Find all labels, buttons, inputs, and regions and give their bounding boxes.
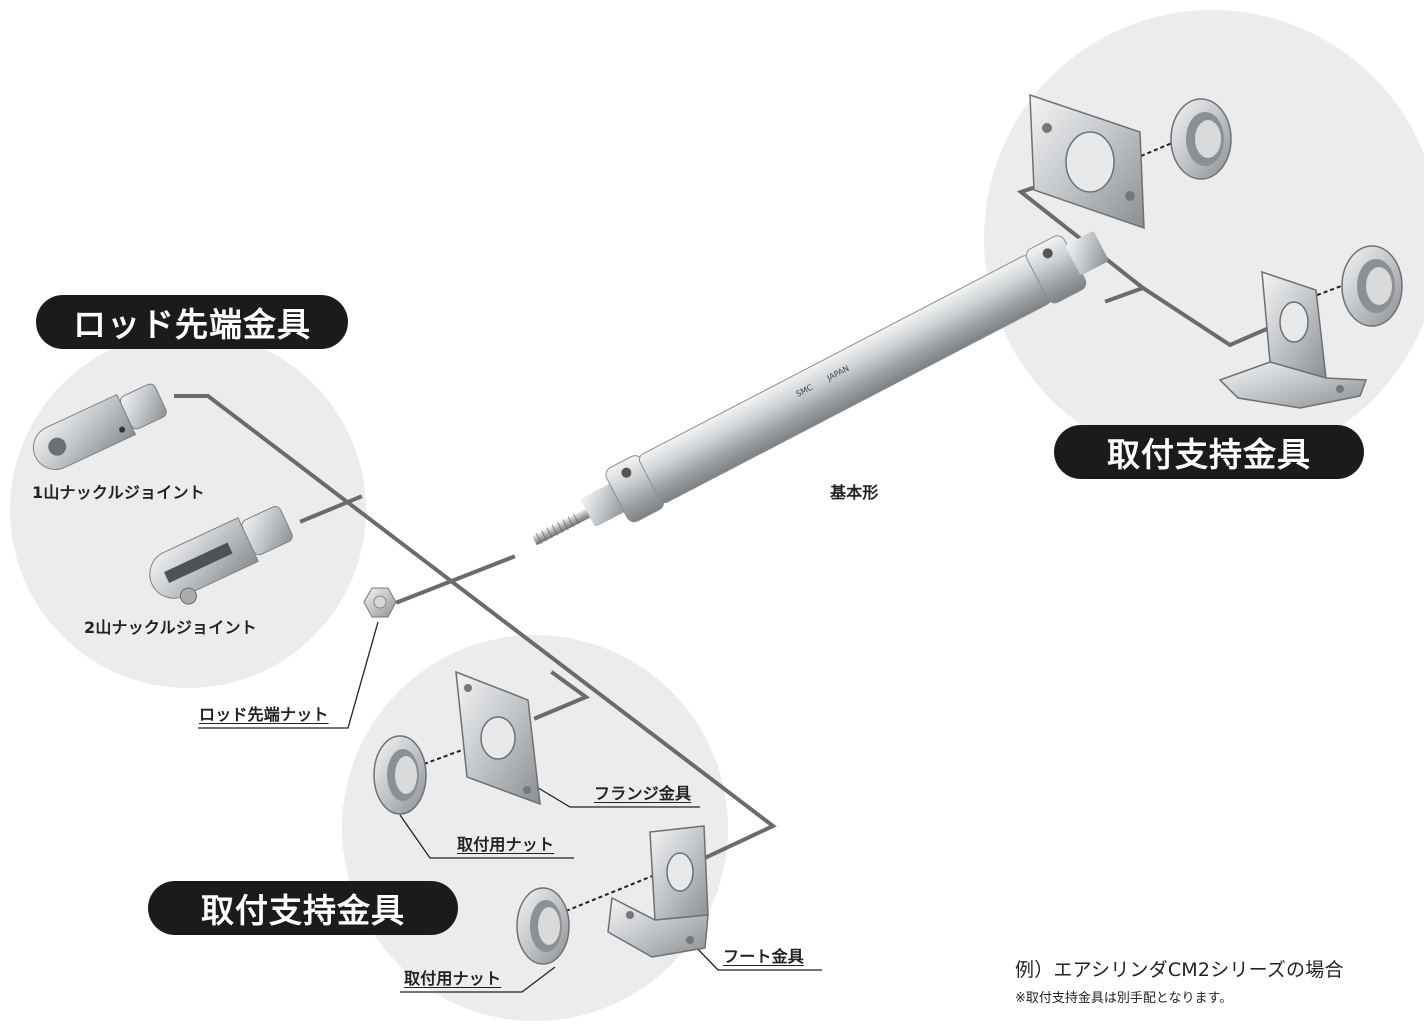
mounting-nut-label-1: 取付用ナット — [457, 835, 555, 854]
double-knuckle-joint — [149, 506, 293, 605]
connector-flange — [533, 670, 591, 721]
connector-nut-to-rod — [395, 554, 516, 605]
rod-end-nut-part — [363, 587, 397, 618]
double-knuckle-label: 2山ナックルジョイント — [84, 618, 257, 637]
connector-rod-end-to-foot — [174, 394, 777, 860]
basic-type-label: 基本形 — [830, 483, 879, 502]
mounting-nut-top-1 — [1170, 98, 1232, 180]
mounting-circle-bottom — [342, 635, 728, 1021]
leader-rod-end-nut — [198, 621, 379, 729]
flange-bracket-bottom — [455, 670, 541, 806]
mounting-nut-bottom-2 — [516, 887, 570, 965]
leader-foot — [690, 941, 822, 971]
mounting-heading-bottom: 取付支持金具 — [148, 881, 458, 935]
leader-flange — [529, 782, 700, 808]
leader-mounting-nut-2 — [400, 966, 556, 993]
single-knuckle-joint — [33, 383, 167, 470]
mounting-circle-top — [984, 10, 1424, 466]
mounting-nut-bottom-1 — [373, 735, 427, 815]
leader-mounting-nut-1 — [399, 814, 574, 859]
flange-label: フランジ金具 — [594, 784, 692, 803]
mounting-nut-top-2 — [1341, 245, 1403, 327]
single-knuckle-label: 1山ナックルジョイント — [32, 483, 205, 502]
foot-bracket-top — [1218, 270, 1368, 409]
mounting-nut-label-2: 取付用ナット — [404, 969, 502, 988]
mounting-heading-top: 取付支持金具 — [1054, 425, 1364, 479]
leader-lines — [198, 621, 822, 993]
foot-label: フート金具 — [723, 947, 805, 966]
air-cylinder: SMC JAPAN — [532, 231, 1109, 546]
rod-end-heading: ロッド先端金具 — [36, 295, 348, 349]
flange-bracket-top — [1029, 93, 1145, 230]
rod-end-nut-label: ロッド先端ナット — [199, 705, 329, 724]
connector-double-knuckle — [299, 494, 363, 524]
cylinder-tube — [638, 255, 1051, 504]
example-note: 例）エアシリンダCM2シリーズの場合 — [1015, 959, 1344, 981]
connector-foot-top — [1104, 285, 1290, 348]
head-thread — [1066, 231, 1109, 275]
foot-bracket-bottom — [607, 825, 709, 958]
procurement-remark: ※取付支持金具は別手配となります。 — [1015, 991, 1233, 1006]
connector-lines — [174, 167, 1290, 860]
